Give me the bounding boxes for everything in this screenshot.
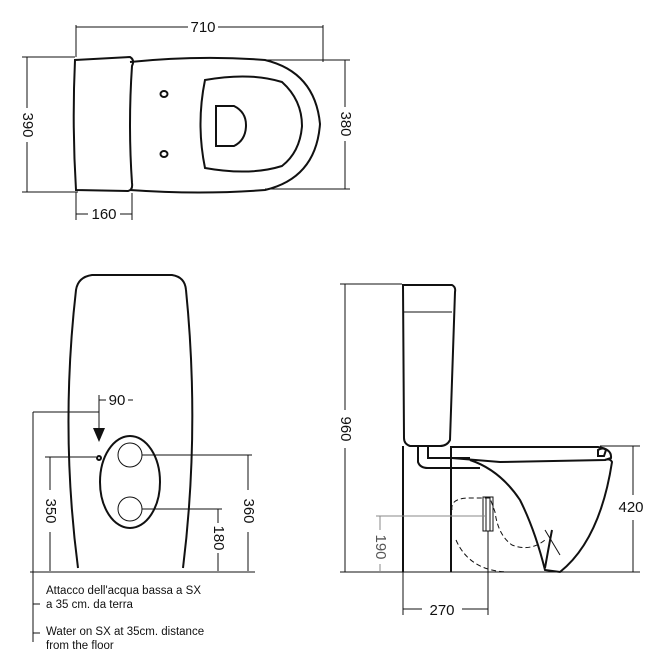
top-view-seat <box>199 75 304 173</box>
note-english-line1: Water on SX at 35cm. distance <box>46 626 204 638</box>
hinge-hole-top <box>159 90 169 98</box>
notes: Attacco dell'acqua bassa a SX a 35 cm. d… <box>33 585 204 652</box>
dim-tank-depth: 160 <box>91 206 116 223</box>
side-view-tank <box>401 284 457 447</box>
dim-front-outlet-height: 180 <box>210 525 227 550</box>
side-view: 960 420 190 270 <box>337 283 644 619</box>
dim-top-right-height: 380 <box>337 111 354 136</box>
front-view: 90 350 360 180 <box>30 274 257 642</box>
hinge-hole-bottom <box>159 150 169 158</box>
front-outlet-lower <box>117 496 143 522</box>
top-view: 710 390 380 160 <box>19 19 354 223</box>
top-view-bowl <box>129 56 322 194</box>
dim-side-total-height: 960 <box>337 416 354 441</box>
dim-front-inlet-offset: 90 <box>109 392 126 409</box>
side-view-seat <box>450 446 613 464</box>
water-inlet-point <box>96 455 102 461</box>
note-italian-line2: a 35 cm. da terra <box>46 599 134 611</box>
dim-front-right-height: 360 <box>240 498 257 523</box>
note-english-line2: from the floor <box>46 640 114 652</box>
dim-top-width: 710 <box>190 19 215 36</box>
top-view-tank <box>72 55 135 193</box>
front-outlet-upper <box>117 442 143 468</box>
dim-front-left-height: 350 <box>42 498 59 523</box>
side-view-bowl <box>469 458 614 574</box>
dim-side-outlet-distance: 270 <box>429 602 454 619</box>
top-view-opening <box>215 105 248 147</box>
front-view-body <box>67 274 194 569</box>
note-italian-line1: Attacco dell'acqua bassa a SX <box>46 585 201 597</box>
dim-side-outlet-height: 190 <box>372 534 389 559</box>
side-view-trap <box>451 497 546 573</box>
dim-side-seat-height: 420 <box>618 499 643 516</box>
side-view-flush-pipe <box>417 446 480 469</box>
inlet-arrow <box>93 428 105 442</box>
front-view-plate <box>99 435 161 529</box>
dim-top-left-height: 390 <box>19 112 36 137</box>
